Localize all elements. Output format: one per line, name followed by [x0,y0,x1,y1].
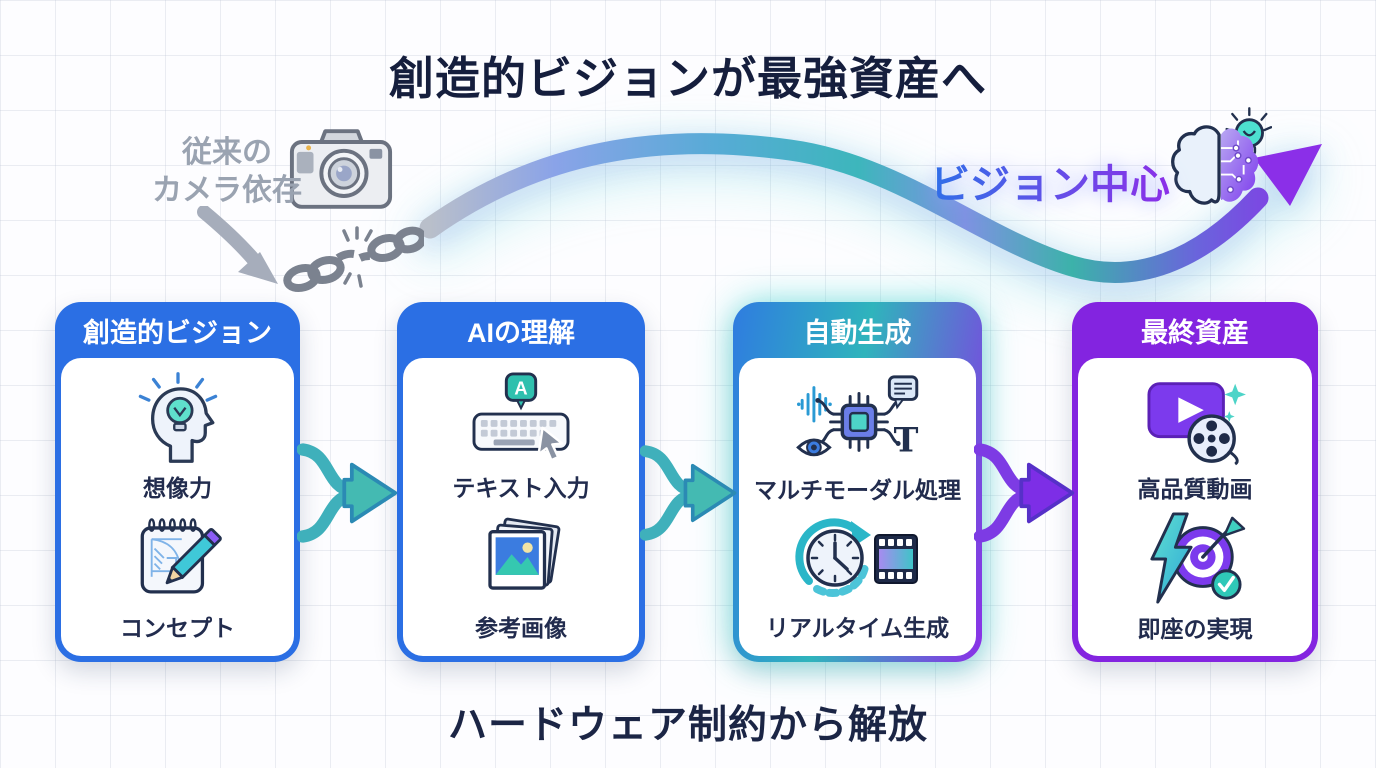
legacy-label-line2: カメラ依存 [152,174,302,207]
instant-realization-icon [1139,510,1251,606]
step-box-creative-vision: 創造的ビジョン 想像力 [55,302,300,662]
step-item: T マルチモーダル処理 [754,371,961,505]
step-header: AIの理解 [467,317,575,348]
step-item: 高品質動画 [1138,370,1253,504]
flow-arrow-1 [297,443,398,543]
step-header: 創造的ビジョン [83,317,272,348]
step-item-label: コンセプト [120,614,235,641]
step-item: 参考画像 [473,511,569,643]
step-box-ai-understanding: AIの理解 A [397,302,645,662]
legacy-label: 従来の カメラ依存 [112,134,342,210]
step-item: 想像力 [130,371,226,503]
step-item: A [452,371,590,503]
legacy-label-line1: 従来の [182,136,272,169]
decline-arrow-icon [197,206,278,284]
step-item-label: テキスト入力 [452,475,590,502]
step-box-auto-generation: 自動生成 [733,302,982,662]
step-item-label: 即座の実現 [1137,616,1253,642]
multimodal-chip-icon: T [794,371,922,467]
step-item-label: 想像力 [143,475,212,502]
step-box-final-asset: 最終資産 高品質動画 [1072,302,1318,662]
flow-arrow-2 [640,445,737,541]
camera-icon [289,129,393,209]
flow-arrow-3 [974,443,1075,543]
broken-chain-icon [283,226,424,293]
vision-label: ビジョン中心 [930,152,1170,210]
step-header: 自動生成 [803,317,912,348]
step-item: リアルタイム生成 [766,511,949,643]
text-input-keyboard-icon: A [463,371,579,465]
page-title: 創造的ビジョンが最強資産へ [388,53,987,104]
realtime-generation-icon [794,511,922,605]
t-glyph: T [893,420,918,459]
step-item: コンセプト [120,511,235,643]
step-item-label: 参考画像 [475,614,567,641]
step-item-label: マルチモーダル処理 [754,476,961,503]
step-header: 最終資産 [1141,317,1249,348]
footer-caption: ハードウェア制約から解放 [447,704,928,747]
reference-images-icon [473,511,569,605]
imagination-head-icon [130,371,226,465]
step-item-label: リアルタイム生成 [765,615,950,642]
a-glyph: A [514,378,527,399]
concept-notebook-icon [130,511,226,605]
ai-brain-icon [1171,107,1272,205]
step-item-label: 高品質動画 [1137,476,1253,502]
high-quality-video-icon [1140,370,1250,466]
step-item: 即座の実現 [1138,510,1253,644]
